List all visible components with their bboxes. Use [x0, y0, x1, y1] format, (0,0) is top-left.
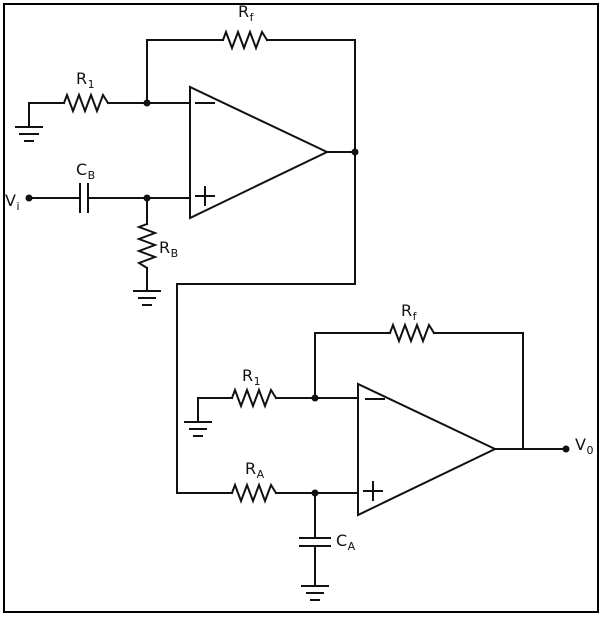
terminal-dot-vi — [25, 194, 33, 202]
junction-dot-3 — [311, 394, 319, 402]
ground-symbol-2 — [133, 290, 161, 306]
label-ra: RA — [245, 459, 265, 482]
junction-dots — [25, 99, 570, 497]
resistor-rf-top — [221, 29, 269, 51]
label-ca: CA — [336, 531, 356, 554]
label-rb: RB — [159, 238, 179, 261]
capacitor-ca — [299, 492, 331, 587]
junction-dot-1 — [143, 99, 151, 107]
ground-symbol-4 — [301, 585, 329, 601]
opamp-1 — [189, 85, 330, 220]
label-cb: CB — [76, 160, 96, 183]
label-r1-top: R1 — [76, 69, 95, 92]
resistor-rb — [136, 197, 158, 292]
junction-dot-2 — [143, 194, 151, 202]
ground-symbol-1 — [15, 102, 43, 142]
wire-feedback-1 — [146, 39, 356, 285]
label-r1-bottom: R1 — [242, 366, 261, 389]
label-rf-top: Rf — [238, 2, 254, 25]
wire-feedback-2 — [314, 332, 524, 450]
frame-border — [3, 3, 599, 613]
ground-symbol-3 — [184, 397, 212, 437]
noninverting-input-symbol-2 — [363, 481, 383, 501]
resistor-r1-bottom — [230, 387, 278, 409]
label-vo: V0 — [575, 435, 594, 458]
junction-dot-4 — [311, 489, 319, 497]
resistor-r1-top — [62, 92, 110, 114]
opamp-2 — [357, 382, 498, 517]
capacitor-cb — [79, 183, 89, 213]
resistor-rf-bottom — [388, 322, 436, 344]
noninverting-input-symbol-1 — [195, 186, 215, 206]
resistor-ra — [230, 482, 278, 504]
wire-stage1-to-stage2 — [176, 151, 356, 494]
label-rf-bottom: Rf — [401, 301, 417, 324]
terminal-dot-vo — [562, 445, 570, 453]
label-vi: Vi — [5, 191, 20, 214]
junction-dot-opamp1-output — [351, 148, 359, 156]
